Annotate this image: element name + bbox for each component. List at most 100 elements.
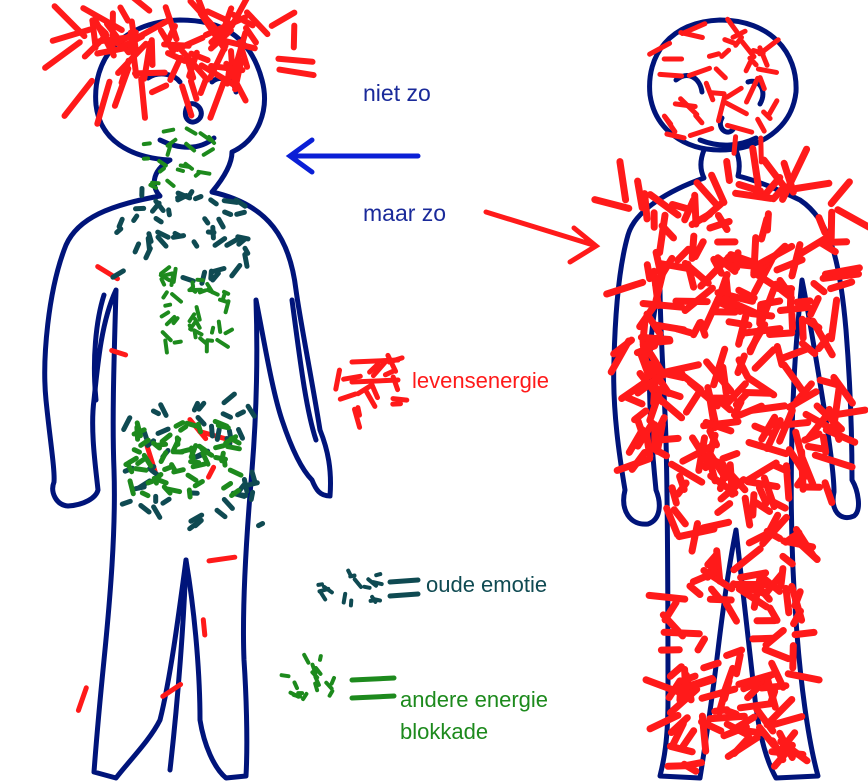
blockade-mark xyxy=(142,493,148,496)
old-emotion-mark xyxy=(117,229,121,233)
blockade-mark xyxy=(200,290,206,292)
blockade-mark xyxy=(226,330,233,334)
old-emotion-mark xyxy=(249,483,258,485)
legend-old-emotion-mark xyxy=(364,587,369,588)
old-emotion-mark xyxy=(163,499,169,503)
life-energy-mark xyxy=(656,252,660,272)
legend-swatches xyxy=(282,355,418,699)
old-emotion-mark xyxy=(158,237,166,246)
life-energy-mark xyxy=(820,380,837,385)
legend-blockade-mark xyxy=(282,675,289,676)
life-energy-mark xyxy=(723,709,736,714)
label-andere-energie-blokkade: andere energie blokkade xyxy=(400,684,548,748)
life-energy-mark xyxy=(129,0,150,11)
blockade-mark xyxy=(181,166,190,167)
life-energy-mark xyxy=(831,282,852,289)
blockade-mark xyxy=(162,312,169,316)
old-emotion-mark xyxy=(194,242,197,246)
blockade-marks xyxy=(126,129,241,498)
blockade-mark xyxy=(152,183,159,184)
life-energy-mark xyxy=(693,572,715,582)
life-energy-mark xyxy=(769,101,777,115)
legend-old-emotion-mark xyxy=(376,574,380,575)
life-energy-mark xyxy=(762,686,786,688)
life-energy-mark xyxy=(227,65,230,84)
old-emotion-mark xyxy=(213,269,224,272)
legend-equals-stroke xyxy=(352,360,398,362)
legend-blockade-mark xyxy=(295,683,298,689)
life-energy-mark xyxy=(767,214,768,230)
legend-old-emotion-mark xyxy=(320,592,325,600)
life-energy-mark xyxy=(704,663,719,668)
life-energy-mark xyxy=(790,289,791,311)
old-emotion-mark xyxy=(134,216,137,221)
life-energy-mark xyxy=(709,54,718,57)
old-emotion-mark xyxy=(124,418,130,430)
legend-blockade-mark xyxy=(332,678,334,684)
blockade-mark xyxy=(196,173,199,176)
old-emotion-mark xyxy=(211,200,217,204)
blockade-mark xyxy=(226,301,229,312)
blockade-mark xyxy=(161,453,166,462)
life-energy-mark xyxy=(741,314,746,336)
life-energy-mark xyxy=(726,603,736,621)
life-energy-mark xyxy=(722,50,729,56)
blockade-mark xyxy=(157,475,161,478)
blockade-mark xyxy=(197,307,200,320)
life-energy-mark xyxy=(775,423,808,426)
life-energy-mark xyxy=(78,688,86,711)
life-energy-mark xyxy=(777,260,802,270)
life-energy-mark xyxy=(647,265,649,279)
old-emotion-mark xyxy=(224,500,232,509)
legend-life-energy-mark xyxy=(358,408,360,416)
old-emotion-mark xyxy=(245,248,248,253)
blockade-mark xyxy=(219,322,220,332)
life-energy-mark xyxy=(672,488,676,503)
life-energy-mark xyxy=(775,466,787,471)
life-energy-mark xyxy=(209,557,235,561)
blockade-mark xyxy=(134,450,139,452)
life-energy-mark xyxy=(710,716,745,719)
blockade-mark xyxy=(178,170,183,172)
blockade-mark xyxy=(191,289,195,292)
old-emotion-mark xyxy=(169,210,170,215)
label-levensenergie: levensenergie xyxy=(412,368,549,394)
blockade-mark xyxy=(188,475,196,480)
blockade-mark xyxy=(181,427,186,431)
life-energy-mark xyxy=(120,8,128,21)
life-energy-mark xyxy=(294,26,295,48)
life-energy-mark xyxy=(209,467,214,477)
old-emotion-mark xyxy=(224,394,234,403)
legend-life-energy-mark xyxy=(372,384,378,398)
blockade-mark xyxy=(162,435,170,441)
blockade-mark xyxy=(165,341,167,353)
life-energy-mark xyxy=(786,588,789,612)
blockade-mark xyxy=(204,149,213,155)
life-energy-mark xyxy=(646,680,677,692)
blockade-mark xyxy=(230,470,241,475)
life-energy-mark xyxy=(667,134,684,138)
legend-old-emotion-mark xyxy=(348,571,350,575)
life-energy-mark xyxy=(646,434,650,457)
legend-life-energy-mark xyxy=(340,394,355,399)
legend-equals-stroke xyxy=(352,696,394,698)
life-energy-mark xyxy=(716,69,725,78)
old-emotion-mark xyxy=(232,266,240,276)
old-emotion-mark xyxy=(237,212,245,214)
life-energy-mark xyxy=(687,763,702,766)
life-energy-mark xyxy=(690,129,711,136)
life-energy-mark xyxy=(741,573,766,578)
life-energy-mark xyxy=(683,731,694,747)
life-energy-mark xyxy=(724,102,746,114)
blockade-mark xyxy=(216,446,224,448)
life-energy-mark xyxy=(795,592,800,606)
life-energy-mark xyxy=(210,82,224,118)
blockade-mark xyxy=(193,282,194,286)
life-energy-mark xyxy=(808,447,821,449)
old-emotion-mark xyxy=(161,405,166,416)
life-energy-mark xyxy=(790,149,807,184)
life-energy-mark xyxy=(689,68,709,75)
blockade-mark xyxy=(172,294,181,302)
old-emotion-mark xyxy=(183,278,193,282)
life-energy-mark xyxy=(723,454,737,459)
